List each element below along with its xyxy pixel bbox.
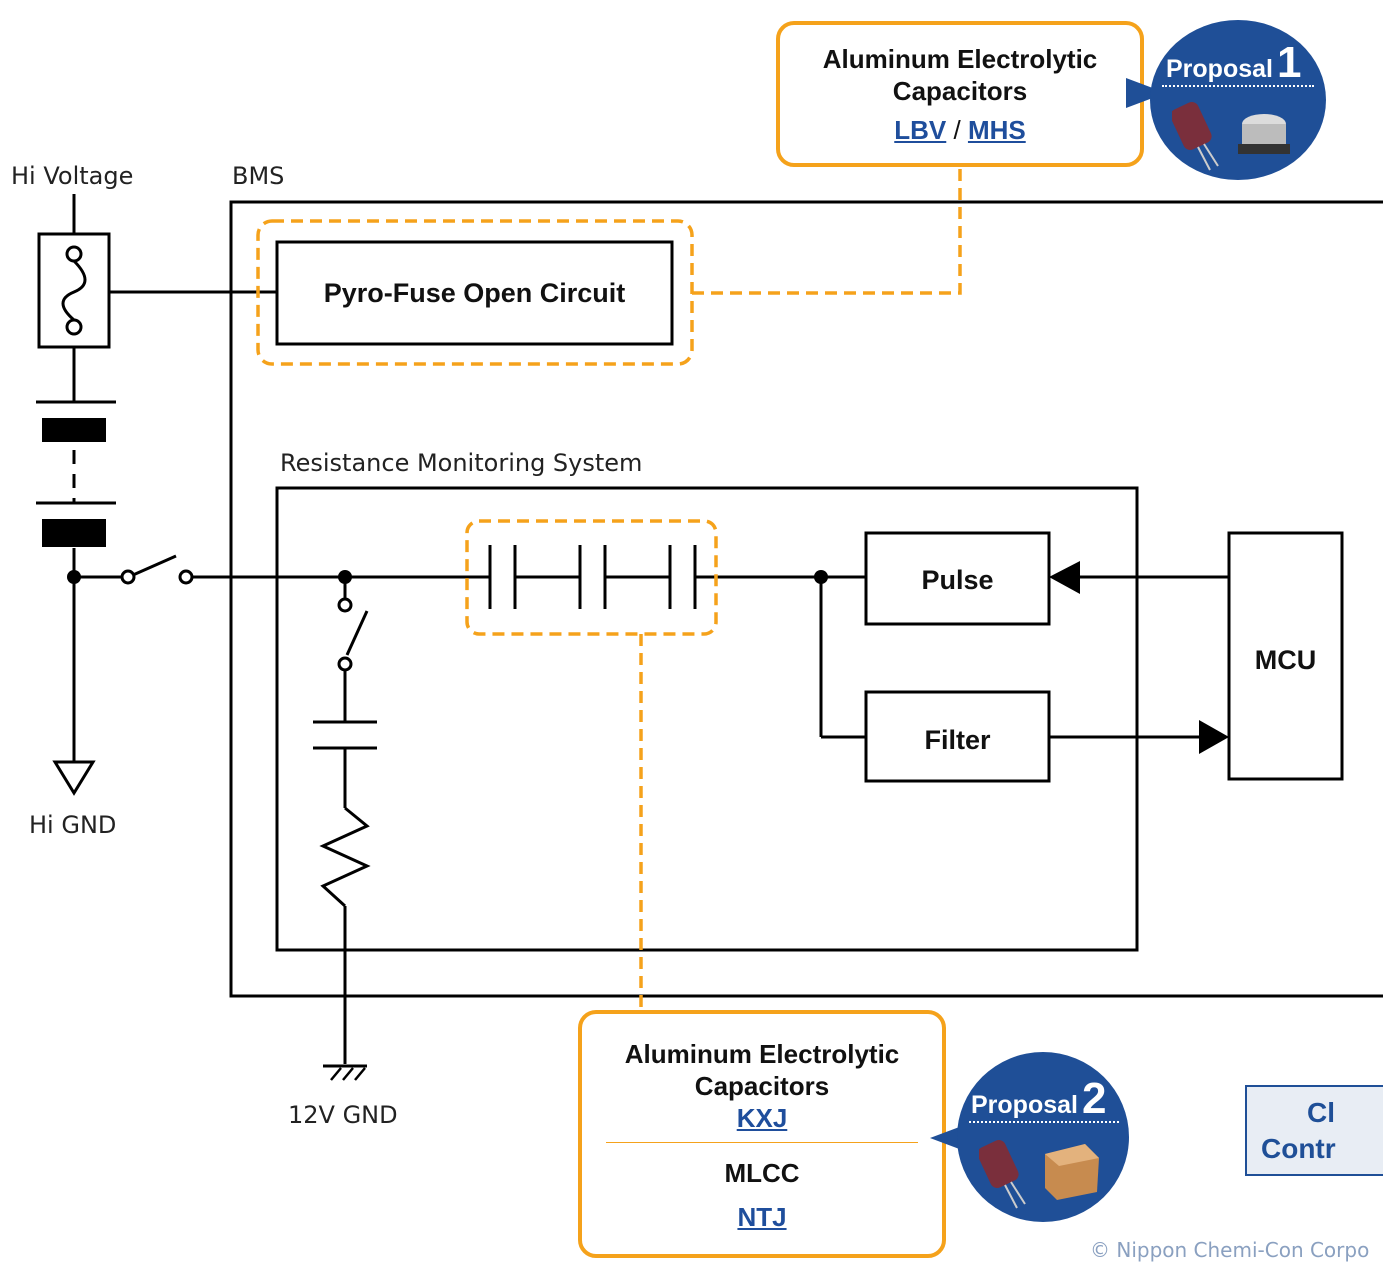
hi-gnd-symbol xyxy=(52,760,96,796)
ntj-link[interactable]: NTJ xyxy=(737,1202,787,1232)
arrowhead-to-mcu xyxy=(1199,720,1229,754)
rms-box xyxy=(275,486,1139,952)
arrowhead-to-pulse xyxy=(1049,561,1080,594)
callout1-title-line2: Capacitors xyxy=(892,76,1028,106)
capacitor-photo-icon xyxy=(979,1140,1099,1209)
bms-box xyxy=(229,200,1383,998)
filter-label: Filter xyxy=(924,725,991,755)
link-separator: / xyxy=(946,115,968,145)
proposal-2-text: Proposal xyxy=(971,1091,1078,1119)
pulse-label: Pulse xyxy=(921,565,994,595)
badge2-dotted-rule xyxy=(969,1121,1119,1123)
mcu-label: MCU xyxy=(1254,645,1317,675)
proposal-1-text: Proposal xyxy=(1166,55,1273,83)
proposal-1-number: 1 xyxy=(1276,38,1302,87)
mcu-box xyxy=(1227,531,1344,781)
callout2-title-line1: Aluminum Electrolytic xyxy=(624,1039,900,1069)
callout1-pointer xyxy=(1126,78,1166,108)
resistor-symbol xyxy=(319,806,371,908)
proposal-2-badge: Proposal2 xyxy=(957,1052,1129,1222)
contact-button-line2: Contr xyxy=(1261,1133,1336,1164)
rms-label: Resistance Monitoring System xyxy=(280,449,643,477)
callout2-title-line2: Capacitors xyxy=(694,1071,830,1101)
callout-proposal-1: Aluminum Electrolytic Capacitors LBV / M… xyxy=(776,21,1144,167)
capacitor-photo-icon xyxy=(1172,102,1290,171)
hi-gnd-label: Hi GND xyxy=(29,811,117,839)
mhs-link[interactable]: MHS xyxy=(967,115,1026,145)
callout2-mlcc: MLCC xyxy=(724,1158,800,1188)
contact-button-line1: Cl xyxy=(1307,1097,1335,1128)
kxj-link[interactable]: KXJ xyxy=(736,1103,788,1133)
copyright-text: © Nippon Chemi-Con Corpo xyxy=(1090,1238,1370,1262)
proposal-1-badge: Proposal1 xyxy=(1150,20,1326,180)
callout-proposal-2: Aluminum Electrolytic Capacitors KXJ MLC… xyxy=(578,1010,946,1258)
hi-voltage-label: Hi Voltage xyxy=(11,162,134,190)
lbv-link[interactable]: LBV xyxy=(894,115,947,145)
contact-button[interactable]: Cl Contr xyxy=(1245,1085,1383,1176)
proposal-2-number: 2 xyxy=(1081,1074,1107,1123)
badge1-dotted-rule xyxy=(1162,85,1314,87)
callout2-divider xyxy=(606,1142,918,1143)
pyro-fuse-label: Pyro-Fuse Open Circuit xyxy=(323,278,626,308)
capacitor-highlight xyxy=(465,519,718,636)
gnd-12v-label: 12V GND xyxy=(288,1101,398,1129)
callout1-title-line1: Aluminum Electrolytic xyxy=(822,44,1098,74)
bms-label: BMS xyxy=(232,162,285,190)
